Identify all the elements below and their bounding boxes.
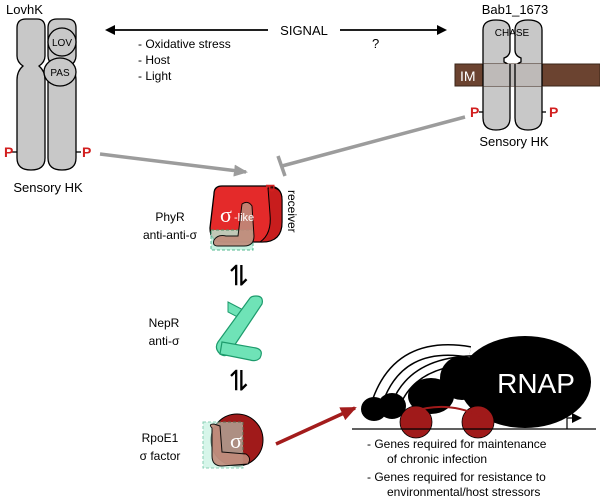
phyr-role: anti-anti-σ <box>143 228 198 242</box>
rpoe1-bound-nepr <box>209 423 251 467</box>
phyr-protein <box>209 185 283 251</box>
genes-resistance-line2: environmental/host stressors <box>387 485 540 499</box>
transcription-start-arrow <box>566 413 582 429</box>
phyr-receiver-domain <box>258 187 283 243</box>
genes-resistance-line1: - Genes required for resistance to <box>367 470 546 484</box>
rpoe1-to-rnap-arrow <box>275 406 357 446</box>
pas-domain <box>43 57 77 87</box>
pas-label: PAS <box>50 68 70 79</box>
genes-maintenance-line1: - Genes required for maintenance <box>367 437 547 451</box>
phyr-name: PhyR <box>155 210 185 224</box>
rpoe1-role: σ factor <box>140 449 181 463</box>
inhibition-bar <box>276 155 287 177</box>
bab-caption: Sensory HK <box>479 134 549 149</box>
nepr-role: anti-σ <box>149 334 180 348</box>
phyr-sigma-sub: -like <box>234 212 254 224</box>
phyr-receiver-label: receiver <box>285 190 299 233</box>
nepr-name: NepR <box>149 316 180 330</box>
lovhk-name: LovhK <box>6 2 43 17</box>
genes-maintenance-line2: of chronic infection <box>387 452 487 466</box>
bab-phospho-right: P <box>549 104 558 120</box>
bab-inhibits-phyr <box>281 115 466 168</box>
lovhk-protein <box>12 18 81 171</box>
signal-label: SIGNAL <box>280 23 328 38</box>
bab-name: Bab1_1673 <box>482 2 549 17</box>
rnap-label: RNAP <box>497 368 575 399</box>
bab-protein <box>454 19 600 131</box>
nepr-protein-lower <box>219 341 262 362</box>
stimulus-oxidative: - Oxidative stress <box>138 37 231 51</box>
rnap-sigma-domain-right <box>461 405 495 439</box>
membrane-label: IM <box>460 68 476 84</box>
stimulus-light: - Light <box>138 69 172 83</box>
phyr-sigma-symbol: σ <box>220 202 232 227</box>
bab-phospho-left: P <box>470 104 479 120</box>
lovhk-phospho-left: P <box>4 144 13 160</box>
rpoe1-protein <box>202 413 264 469</box>
lovhk-left-monomer <box>16 18 46 171</box>
phyr-phospho: P <box>263 184 277 192</box>
rnap-subunit-small-2 <box>378 393 406 419</box>
equilibrium-nepr-rpoe1: ⇌ <box>223 368 256 391</box>
rpoe1-sigma-symbol: σ <box>230 428 242 453</box>
stimulus-host: - Host <box>138 53 171 67</box>
rnap-sigma-domain-left <box>399 405 433 439</box>
rnap-sigma-linker <box>411 405 481 417</box>
rnap-complex <box>361 336 591 439</box>
lovhk-to-phyr-arrow <box>99 152 248 177</box>
chase-label: CHASE <box>495 28 530 39</box>
lovhk-caption: Sensory HK <box>13 180 83 195</box>
lovhk-phospho-right: P <box>82 144 91 160</box>
rpoe1-name: RpoE1 <box>142 431 179 445</box>
rnap-core <box>459 336 591 428</box>
phyr-bound-nepr <box>213 201 255 247</box>
signal-question: ? <box>372 36 379 51</box>
equilibrium-phyr-nepr: ⇌ <box>223 263 256 286</box>
lov-domain <box>47 27 77 57</box>
lov-label: LOV <box>52 38 72 49</box>
